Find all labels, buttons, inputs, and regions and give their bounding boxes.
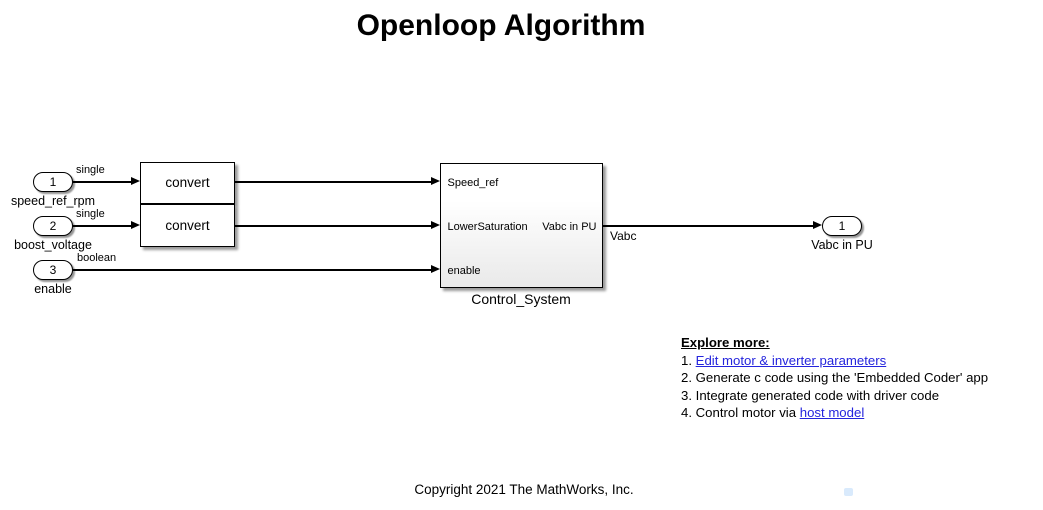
arrowhead-icon: [430, 265, 440, 273]
wire-inport3-to-subsystem[interactable]: [73, 269, 431, 271]
signal-dtype-label-single-2: single: [76, 208, 105, 220]
explore-heading: Explore more:: [681, 335, 770, 350]
explore-item-2-text: 2. Generate c code using the 'Embedded C…: [681, 370, 989, 386]
control-system-label: Control_System: [471, 291, 571, 307]
wire-convert1-to-subsystem[interactable]: [235, 181, 431, 183]
subsystem-port-enable: enable: [447, 265, 481, 277]
control-system-block[interactable]: Speed_ref LowerSaturation enable Vabc in…: [439, 163, 603, 288]
inport-block-2[interactable]: 2: [33, 216, 73, 236]
explore-link-host-model[interactable]: host model: [799, 405, 865, 421]
wire-convert2-to-subsystem[interactable]: [235, 225, 431, 227]
copyright-text: Copyright 2021 The MathWorks, Inc.: [414, 482, 634, 497]
explore-item-3: 3. Integrate generated code with driver …: [681, 387, 988, 405]
inport-block-3[interactable]: 3: [33, 260, 73, 280]
inport-block-1[interactable]: 1: [33, 172, 73, 192]
subsystem-port-lower-saturation: LowerSaturation: [447, 221, 528, 233]
inport-number-1: 1: [49, 175, 57, 189]
wire-subsystem-to-outport[interactable]: [602, 225, 813, 227]
arrowhead-icon: [813, 221, 822, 229]
arrowhead-icon: [430, 177, 440, 185]
subsystem-port-vabc-in-pu: Vabc in PU: [542, 221, 597, 233]
convert-block-2-label: convert: [165, 217, 210, 233]
signal-dtype-label-boolean: boolean: [77, 252, 117, 264]
arrowhead-icon: [131, 221, 140, 229]
signal-label-vabc: Vabc: [610, 229, 637, 243]
explore-item-3-text: 3. Integrate generated code with driver …: [681, 387, 940, 403]
inport-label-speed-ref-rpm: speed_ref_rpm: [10, 193, 96, 208]
artifact-dot: [844, 488, 853, 496]
inport-number-2: 2: [49, 219, 57, 233]
outport-number-1: 1: [838, 219, 846, 233]
explore-item-1: 1. Edit motor & inverter parameters: [681, 352, 988, 370]
inport-label-enable: enable: [34, 282, 72, 296]
wire-inport1-to-convert1[interactable]: [73, 181, 131, 183]
arrowhead-icon: [131, 177, 140, 185]
page-title: Openloop Algorithm: [356, 9, 646, 42]
inport-number-3: 3: [49, 263, 57, 277]
explore-item-4-text: 4. Control motor via: [681, 405, 800, 421]
inport-label-boost-voltage: boost_voltage: [14, 238, 92, 252]
signal-dtype-label-single-1: single: [76, 164, 105, 176]
explore-link-edit-motor-inverter-parameters[interactable]: Edit motor & inverter parameters: [695, 352, 887, 368]
explore-item-1-text: 1.: [681, 352, 696, 368]
explore-item-2: 2. Generate c code using the 'Embedded C…: [681, 369, 988, 387]
explore-more-annotation: Explore more: 1. Edit motor & inverter p…: [681, 334, 988, 422]
wire-inport2-to-convert2[interactable]: [73, 225, 131, 227]
outport-label-vabc-in-pu: Vabc in PU: [811, 238, 873, 252]
outport-block-1[interactable]: 1: [822, 216, 862, 236]
convert-block-1-label: convert: [165, 175, 210, 191]
convert-block-2[interactable]: convert: [140, 203, 235, 247]
arrowhead-icon: [430, 221, 440, 229]
convert-block-1[interactable]: convert: [140, 162, 235, 204]
subsystem-port-speed-ref: Speed_ref: [447, 177, 499, 189]
explore-item-4: 4. Control motor via host model: [681, 404, 988, 422]
